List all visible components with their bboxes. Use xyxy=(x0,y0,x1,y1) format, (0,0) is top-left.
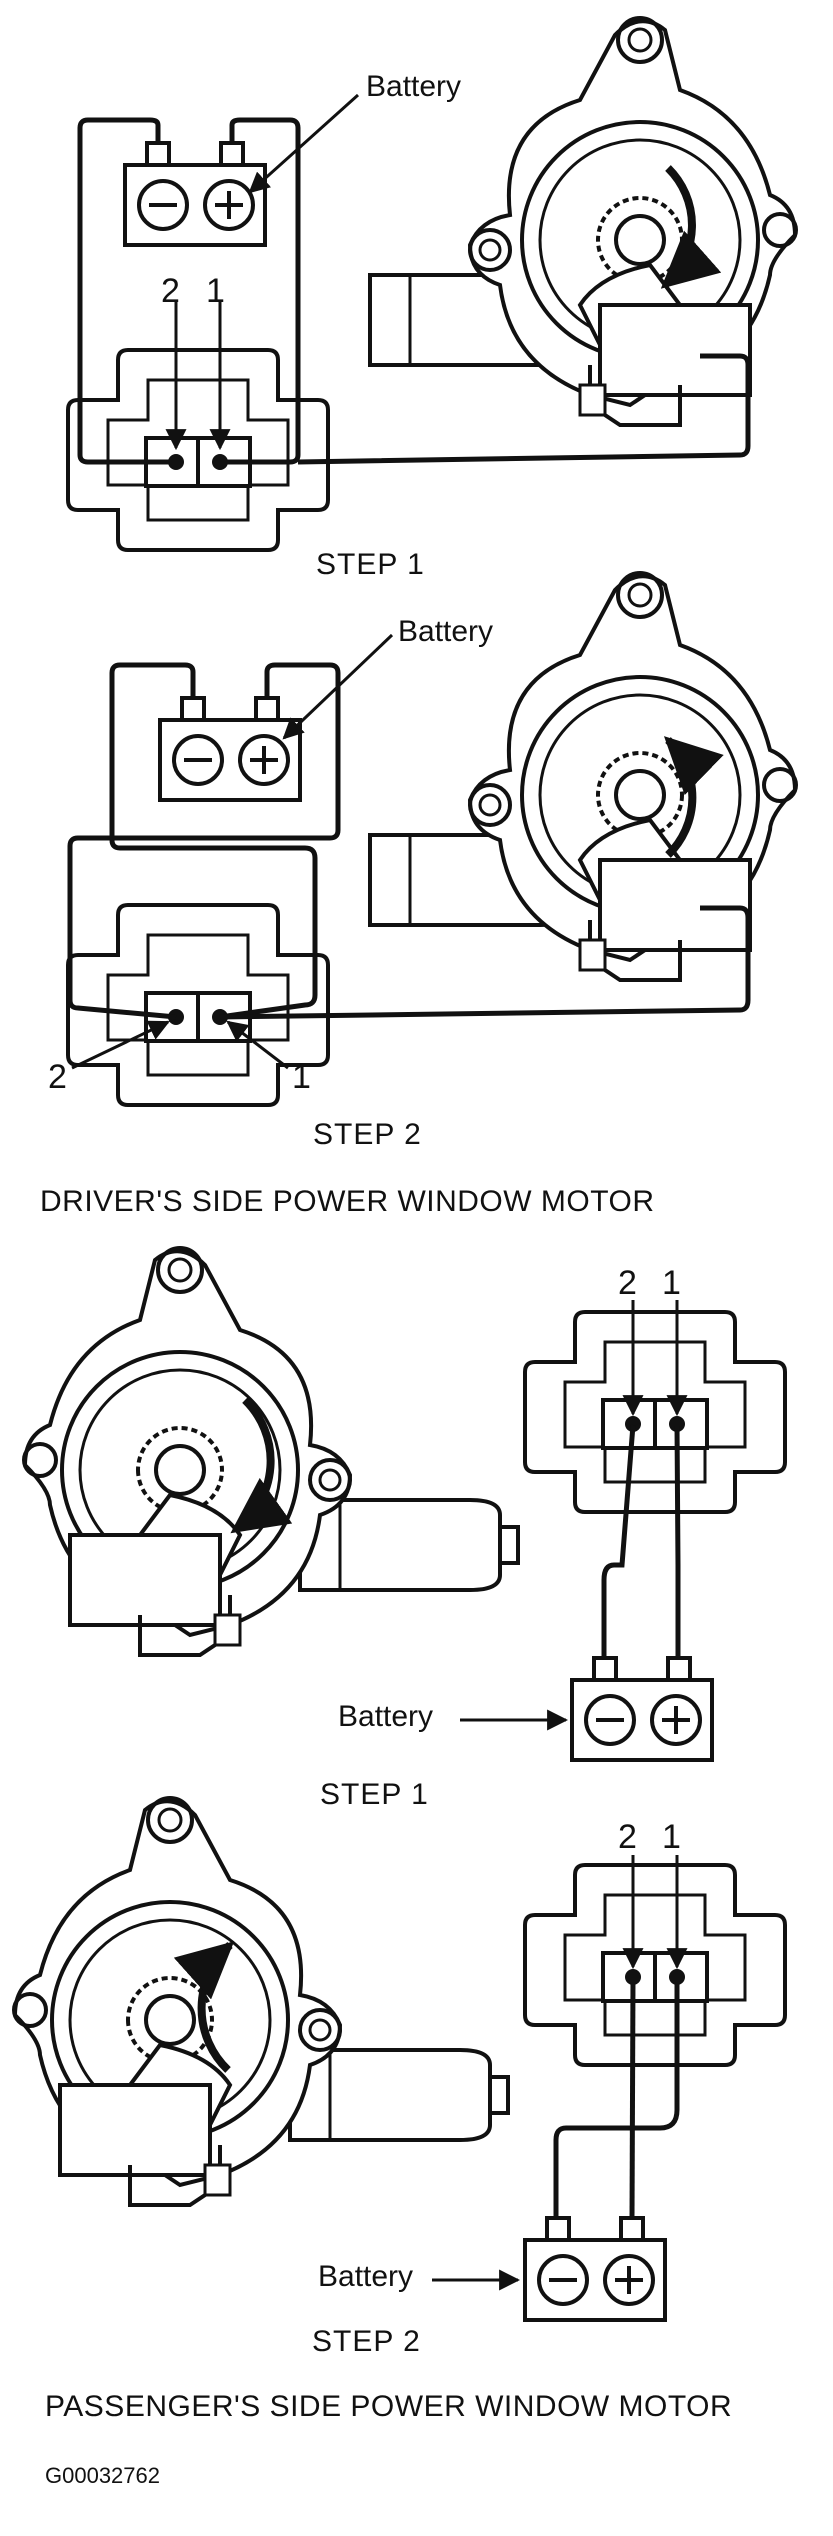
battery-label-driver-step2: Battery xyxy=(398,615,494,648)
driver-step1-caption: STEP 1 xyxy=(316,548,425,581)
pin2-label-passenger-step2: 2 xyxy=(618,1818,637,1856)
pin2-label-driver-step2: 2 xyxy=(48,1058,67,1096)
passenger-step1-battery xyxy=(570,1656,714,1762)
battery-label-passenger-step2: Battery xyxy=(318,2260,414,2293)
pin1-label-driver-step2: 1 xyxy=(292,1058,311,1096)
driver-section-title: DRIVER'S SIDE POWER WINDOW MOTOR xyxy=(40,1185,655,1218)
passenger-step2-connector xyxy=(523,1863,787,2067)
battery-label-driver-step1: Battery xyxy=(366,70,462,103)
figure-id: G00032762 xyxy=(45,2463,160,2488)
pin1-label-passenger-step2: 1 xyxy=(662,1818,681,1856)
driver-step1-group xyxy=(66,16,798,552)
battery-label-passenger-step1: Battery xyxy=(338,1700,434,1733)
passenger-step2-group xyxy=(12,1796,787,2322)
passenger-step2-caption: STEP 2 xyxy=(312,2325,421,2358)
pin2-label-passenger-step1: 2 xyxy=(618,1264,637,1302)
pin2-label-driver-step1: 2 xyxy=(161,272,180,310)
driver-step1-battery xyxy=(123,141,267,247)
driver-step1-connector xyxy=(66,348,330,552)
passenger-step1-caption: STEP 1 xyxy=(320,1778,429,1811)
passenger-step1-connector xyxy=(523,1310,787,1514)
pin1-label-passenger-step1: 1 xyxy=(662,1264,681,1302)
passenger-step1-group xyxy=(22,1246,787,1762)
driver-step2-battery xyxy=(158,696,302,802)
passenger-section-title: PASSENGER'S SIDE POWER WINDOW MOTOR xyxy=(45,2390,733,2423)
passenger-step2-battery xyxy=(523,2216,667,2322)
pin1-label-driver-step1: 1 xyxy=(206,272,225,310)
driver-step2-group xyxy=(66,571,798,1107)
driver-step2-caption: STEP 2 xyxy=(313,1118,422,1151)
